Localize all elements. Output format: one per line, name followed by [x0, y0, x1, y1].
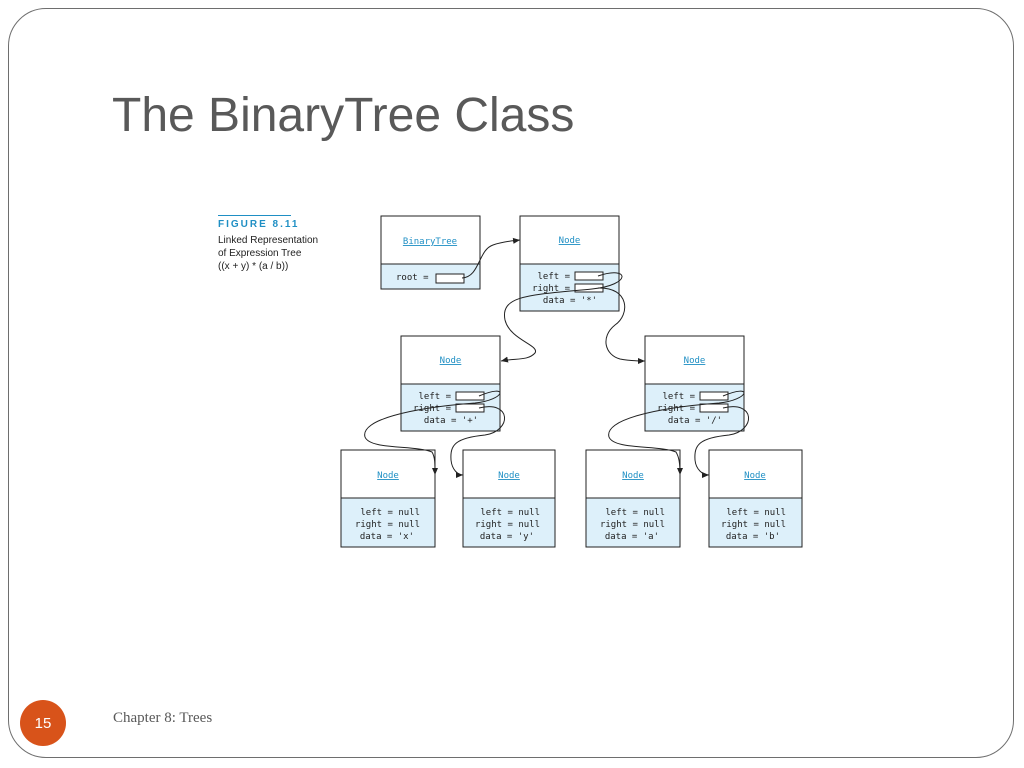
node-left-field: left = [662, 392, 695, 402]
node-leaf-y: Node left = null right = null data = 'y' [462, 449, 556, 548]
node-title: Node [498, 471, 520, 481]
figure-rule [218, 215, 291, 216]
node-right-field: right = null [355, 520, 420, 530]
slash-right-arrow [694, 406, 749, 478]
node-title: Node [440, 356, 462, 366]
right-pointer-box [699, 403, 729, 413]
node-data-field: data = 'y' [480, 532, 534, 542]
node-data-field: data = '/' [668, 416, 722, 426]
figure-caption: Linked Representation of Expression Tree… [218, 234, 318, 273]
node-data-field: data = 'x' [360, 532, 414, 542]
plus-left-arrow [364, 390, 501, 476]
star-left-arrow [500, 272, 623, 363]
root-field: root = [396, 273, 429, 283]
node-slash: Node left = right = data = '/' [644, 335, 745, 432]
pointer-arrows [364, 237, 749, 478]
node-left-field: left = null [605, 508, 665, 518]
node-left-field: left = null [480, 508, 540, 518]
node-title: Node [559, 236, 581, 246]
star-right-arrow [597, 287, 646, 364]
node-leaf-b: Node left = null right = null data = 'b' [708, 449, 803, 548]
node-right-field: right = null [600, 520, 665, 530]
node-leaf-x: Node left = null right = null data = 'x' [340, 449, 436, 548]
node-left-field: left = [418, 392, 451, 402]
plus-right-arrow [450, 406, 505, 478]
node-right-field: right = [413, 404, 452, 414]
linked-tree-diagram: BinaryTree root = Node left = right = da… [340, 215, 803, 548]
node-title: Node [744, 471, 766, 481]
node-data-field: data = '+' [424, 416, 478, 426]
node-plus: Node left = right = data = '+' [400, 335, 501, 432]
node-data-field: data = 'b' [726, 532, 780, 542]
node-right-field: right = [657, 404, 696, 414]
node-right-field: right = null [721, 520, 786, 530]
node-root: Node left = right = data = '*' [519, 215, 620, 312]
figure-label: FIGURE 8.11 [218, 219, 300, 230]
left-pointer-box [699, 391, 729, 401]
left-pointer-box [455, 391, 485, 401]
node-data-field: data = 'a' [605, 532, 659, 542]
node-title: Node [377, 471, 399, 481]
node-right-field: right = null [475, 520, 540, 530]
root-arrow [461, 237, 521, 279]
right-pointer-box [455, 403, 485, 413]
binarytree-box: BinaryTree root = [380, 215, 481, 290]
node-left-field: left = [537, 272, 570, 282]
node-right-field: right = [532, 284, 571, 294]
caption-line: of Expression Tree [218, 248, 302, 259]
left-pointer-box [574, 271, 604, 281]
slide-number-badge: 15 [20, 700, 66, 746]
slide-frame [8, 8, 1014, 758]
node-title: Node [684, 356, 706, 366]
caption-line: Linked Representation [218, 235, 319, 246]
node-data-field: data = '*' [543, 296, 597, 306]
slash-left-arrow [608, 390, 745, 476]
node-left-field: left = null [360, 508, 420, 518]
slide-footer: Chapter 8: Trees [113, 710, 213, 726]
root-pointer-box [435, 273, 465, 284]
node-title: Node [622, 471, 644, 481]
slide-title: The BinaryTree Class [112, 89, 575, 142]
node-left-field: left = null [726, 508, 786, 518]
node-leaf-a: Node left = null right = null data = 'a' [585, 449, 681, 548]
binarytree-title: BinaryTree [403, 237, 457, 247]
caption-line: ((x + y) * (a / b)) [218, 261, 289, 272]
